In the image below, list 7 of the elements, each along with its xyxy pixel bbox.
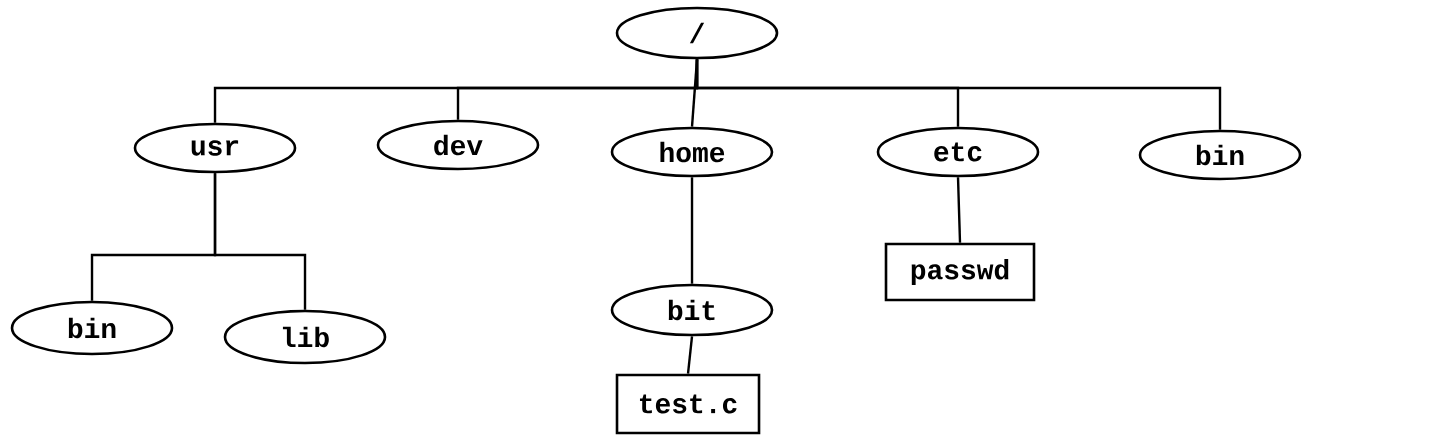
connector-line	[695, 59, 1222, 130]
file-box: passwd	[884, 242, 1036, 302]
file-box: test.c	[615, 373, 761, 435]
connector-line	[213, 173, 307, 310]
connector-line	[686, 336, 694, 374]
connector-line	[690, 177, 694, 284]
connector-line	[956, 177, 962, 243]
